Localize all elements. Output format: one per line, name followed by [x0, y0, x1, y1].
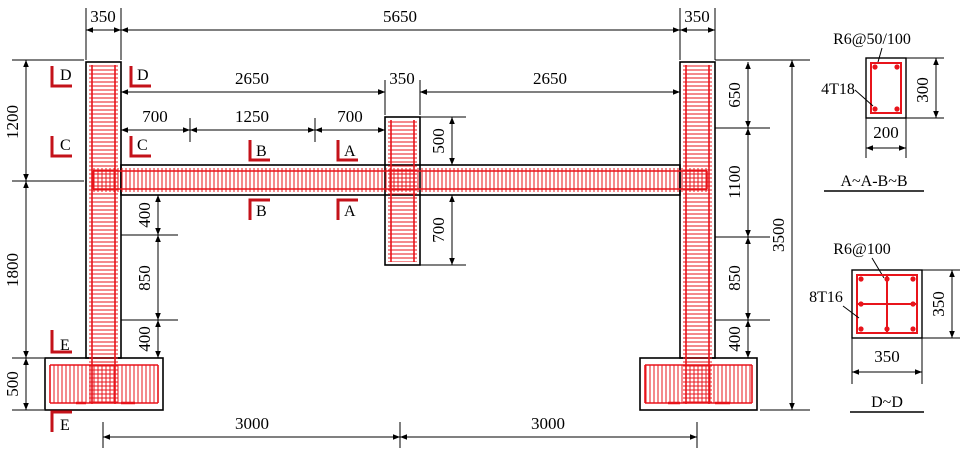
section-d-width: 350	[874, 347, 900, 366]
section-mark-d-left: D	[60, 67, 72, 84]
section-ab-stirrup-label: R6@50/100	[833, 31, 911, 48]
dim-top-right: 350	[684, 7, 710, 26]
dim-left-1: 1200	[3, 105, 22, 139]
dim-right-4: 400	[725, 326, 744, 352]
dim-col-1: 400	[135, 202, 154, 228]
section-mark-b-top: B	[256, 143, 267, 160]
dim-beam-left: 2650	[235, 69, 269, 88]
dim-right-3: 850	[725, 265, 744, 291]
section-mark-c-right: C	[137, 137, 148, 154]
section-mark-b-bottom: B	[256, 203, 267, 220]
dim-left-2: 1800	[3, 253, 22, 287]
dim-bottom-left: 3000	[235, 414, 269, 433]
dim-mid-1: 500	[429, 128, 448, 154]
section-ab-caption: A~A-B~B	[840, 173, 907, 190]
dimension-labels: 350 5650 350 2650 350 2650 700 1250 700 …	[3, 7, 788, 433]
dim-top-left: 350	[90, 7, 116, 26]
dim-bottom-right: 3000	[531, 414, 565, 433]
dimension-lines	[12, 8, 810, 448]
section-mark-e-bottom: E	[60, 417, 70, 434]
section-mark-e-top: E	[60, 337, 70, 354]
dim-left-3: 500	[3, 371, 22, 397]
dim-overall-height: 3500	[769, 218, 788, 252]
dim-right-2: 1100	[725, 165, 744, 198]
section-d-height: 350	[929, 291, 948, 317]
dim-top-span: 5650	[383, 7, 417, 26]
section-mark-c-left: C	[60, 137, 71, 154]
section-d-bars-label: 8T16	[809, 289, 843, 306]
dim-beam-mid: 350	[389, 69, 415, 88]
section-mark-d-right: D	[137, 67, 149, 84]
dim-seg-3: 700	[337, 107, 363, 126]
rebar	[49, 65, 753, 405]
section-ab-width: 200	[873, 123, 899, 142]
dim-col-3: 400	[135, 326, 154, 352]
section-mark-a-top: A	[344, 143, 356, 160]
dim-beam-right: 2650	[533, 69, 567, 88]
section-ab-bars-label: 4T18	[821, 81, 855, 98]
dim-right-1: 650	[725, 82, 744, 108]
section-d-stirrup-label: R6@100	[833, 241, 890, 258]
dim-seg-1: 700	[142, 107, 168, 126]
dim-mid-2: 700	[429, 217, 448, 243]
section-d-detail: R6@100 8T16 350 350 D~D	[809, 241, 960, 413]
dim-seg-2: 1250	[235, 107, 269, 126]
section-ab-height: 300	[913, 77, 932, 103]
section-a-b-detail: R6@50/100 4T18 300 200 A~A-B~B	[821, 31, 944, 192]
section-marks: D D C C B B A A E E	[50, 66, 358, 434]
dim-col-2: 850	[135, 265, 154, 291]
section-mark-a-bottom: A	[344, 203, 356, 220]
section-d-caption: D~D	[871, 394, 903, 411]
